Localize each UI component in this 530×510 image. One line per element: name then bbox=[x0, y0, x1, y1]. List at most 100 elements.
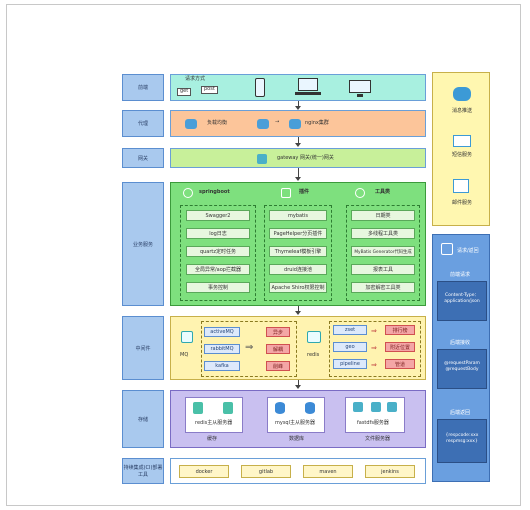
mq-use: 削峰 bbox=[266, 361, 290, 371]
gateway-layer: gateway 网关(统一)网关 bbox=[170, 148, 426, 168]
mq-icon bbox=[181, 331, 193, 343]
mysql-server-icon bbox=[275, 402, 285, 414]
nginx-cluster-icon bbox=[257, 119, 269, 129]
redis-item: geo bbox=[333, 342, 367, 352]
load-balance-text: 负载均衡 bbox=[207, 120, 228, 126]
push-cloud-icon bbox=[453, 87, 471, 101]
service-label: 邮件服务 bbox=[452, 200, 473, 206]
col2-item: Thymeleaf模板引擎 bbox=[269, 246, 327, 257]
redis-use: 附近位置 bbox=[385, 342, 415, 352]
redis-server-icon bbox=[193, 402, 203, 414]
proxy-layer: 负载均衡 → nginx集群 bbox=[170, 110, 426, 137]
col1-item: 全局异常/aop拦截器 bbox=[186, 264, 250, 275]
redis-use: 排行榜 bbox=[385, 325, 415, 335]
col2-item: mybatis bbox=[269, 210, 327, 221]
mq-use: 异步 bbox=[266, 327, 290, 337]
desktop-stand-icon bbox=[357, 94, 363, 97]
redis-arrow-3: ⇒ bbox=[371, 361, 377, 369]
arrow-head-client-proxy bbox=[295, 106, 301, 110]
fastdfs-node1-icon bbox=[353, 402, 363, 412]
col1-item: Swagger2 bbox=[186, 210, 250, 221]
col1-title: springboot bbox=[199, 189, 230, 195]
mq-arrow: ⇒ bbox=[245, 342, 254, 353]
storage-title: fastdfs服务器 bbox=[357, 420, 389, 426]
springboot-icon bbox=[183, 188, 193, 198]
col3-item: 加密解密工具类 bbox=[351, 282, 415, 293]
col3-dashed-group bbox=[346, 205, 420, 301]
col2-title: 插件 bbox=[299, 189, 310, 195]
redis-icon bbox=[307, 331, 321, 343]
desktop-monitor-icon bbox=[349, 80, 371, 93]
col1-item: 事务控制 bbox=[186, 282, 250, 293]
arrow-line-client-proxy bbox=[298, 101, 299, 107]
storage-caption: 数据库 bbox=[289, 436, 305, 442]
section-title: 后端接收 bbox=[450, 340, 471, 346]
layer-label-storage: 存储 bbox=[122, 390, 164, 448]
ci-layer: docker gitlab maven jenkins bbox=[170, 458, 426, 484]
fastdfs-node3-icon bbox=[387, 402, 397, 412]
tools-icon bbox=[355, 188, 365, 198]
plugin-icon bbox=[281, 188, 291, 198]
redis-item: pipeline bbox=[333, 359, 367, 369]
redis-arrow-1: ⇒ bbox=[371, 327, 377, 335]
arrow-head-middleware-storage bbox=[295, 385, 301, 389]
layer-label-proxy: 代理 bbox=[122, 110, 164, 137]
mq-item: kafka bbox=[204, 361, 240, 371]
layer-label-business: 业务服务 bbox=[122, 182, 164, 306]
col1-item: log日志 bbox=[186, 228, 250, 239]
service-label: 消息推送 bbox=[452, 108, 473, 114]
mq-use: 解耦 bbox=[266, 344, 290, 354]
arrow-line-middleware-storage bbox=[298, 380, 299, 386]
section-body: @requestParam @requestBody bbox=[444, 361, 480, 372]
method-post: post bbox=[201, 86, 218, 94]
panel-header: 请求/返回 bbox=[457, 248, 479, 254]
layer-label-middleware: 中间件 bbox=[122, 316, 164, 380]
col3-item: 日期类 bbox=[351, 210, 415, 221]
mq-label: MQ bbox=[180, 352, 189, 358]
redis-replica-icon bbox=[223, 402, 233, 414]
request-response-panel: 请求/返回 前端请求 Content-Type： application/jso… bbox=[432, 234, 490, 482]
layer-label-ci: 持续集成(CI)部署工具 bbox=[122, 458, 164, 484]
load-balance-icon bbox=[185, 119, 197, 129]
col3-item: 多线程工具类 bbox=[351, 228, 415, 239]
business-layer: springboot 插件 工具类 Swagger2 log日志 quartz定… bbox=[170, 182, 426, 306]
col2-item: PageHelper分页插件 bbox=[269, 228, 327, 239]
col3-item: MyBatis Generator代码生成 bbox=[351, 246, 415, 257]
method-get: get bbox=[177, 88, 192, 96]
proxy-arrow: → bbox=[275, 119, 280, 125]
section-body: {respcode:xxx respmsg:xxx} bbox=[445, 433, 479, 444]
gateway-icon bbox=[257, 154, 267, 164]
mysql-replica-icon bbox=[305, 402, 315, 414]
storage-layer: redis主从服务器 缓存 mysql主从服务器 数据库 fastdfs服务器 … bbox=[170, 390, 426, 448]
request-method-label: 请求方式 bbox=[185, 76, 206, 82]
section-box bbox=[437, 281, 487, 321]
section-body: Content-Type： application/json bbox=[444, 293, 480, 304]
service-label: 短信服务 bbox=[452, 152, 473, 158]
layer-label-client: 前端 bbox=[122, 74, 164, 101]
storage-caption: 缓存 bbox=[207, 436, 218, 442]
laptop-icon bbox=[298, 78, 318, 91]
services-panel: 消息推送 短信服务 邮件服务 bbox=[432, 72, 490, 226]
mq-dashed-group bbox=[201, 321, 297, 377]
layer-label-gateway: 网关 bbox=[122, 148, 164, 168]
ci-tool: jenkins bbox=[365, 465, 415, 478]
col1-dashed-group bbox=[180, 205, 256, 301]
redis-use: 管道 bbox=[385, 359, 415, 369]
middleware-layer: MQ activeMQ rabbitMQ kafka ⇒ 异步 解耦 削峰 re… bbox=[170, 316, 426, 380]
mq-item: rabbitMQ bbox=[204, 344, 240, 354]
laptop-base-icon bbox=[295, 92, 321, 95]
nginx-cluster-text: nginx集群 bbox=[305, 120, 329, 126]
section-title: 后端返回 bbox=[450, 410, 471, 416]
redis-item: zset bbox=[333, 325, 367, 335]
arrow-line-business-middleware bbox=[298, 306, 299, 312]
redis-label: redis bbox=[307, 352, 320, 358]
col2-item: Apache Shiro权限控制 bbox=[269, 282, 327, 293]
redis-arrow-2: ⇒ bbox=[371, 344, 377, 352]
col2-dashed-group bbox=[264, 205, 332, 301]
nginx-node-icon bbox=[289, 119, 301, 129]
ci-tool: docker bbox=[179, 465, 229, 478]
arrow-head-proxy-gateway bbox=[295, 143, 301, 147]
col1-item: quartz定时任务 bbox=[186, 246, 250, 257]
sms-envelope-icon bbox=[453, 135, 471, 147]
section-title: 前端请求 bbox=[450, 272, 471, 278]
